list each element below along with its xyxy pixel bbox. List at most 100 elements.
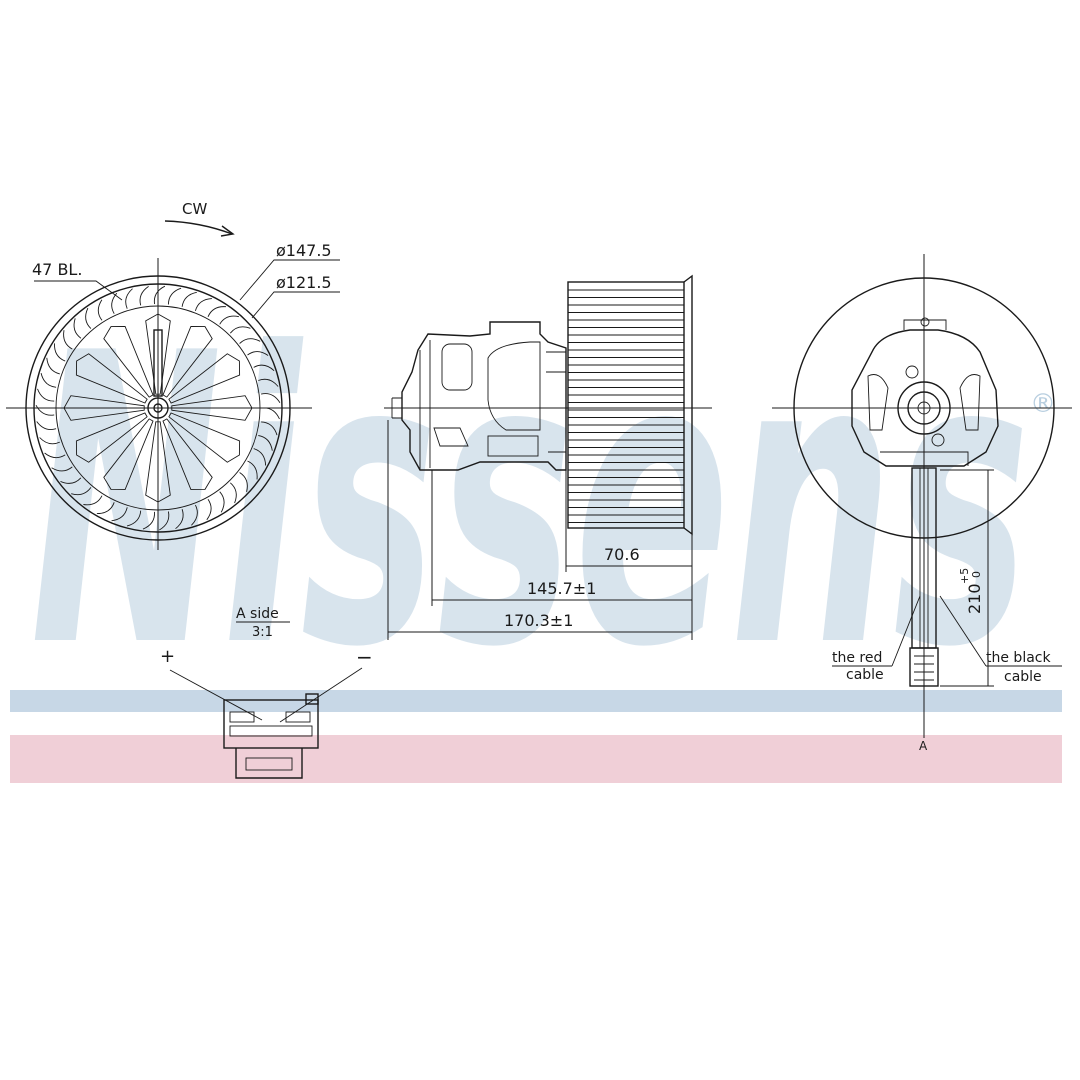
outer-diameter-label: ø147.5 — [276, 241, 332, 260]
wheel-blade — [37, 388, 55, 402]
rotation-arrowhead — [220, 225, 235, 237]
wheel-blade — [247, 351, 269, 356]
view-marker: A — [919, 739, 928, 753]
blades-leader — [34, 280, 123, 301]
wheel-blade — [44, 452, 66, 459]
terminal-minus — [285, 711, 311, 723]
wheel-blade — [142, 511, 155, 530]
fan-wheel-vanes — [568, 289, 684, 523]
motor-flange — [546, 351, 566, 453]
rear-vent-left — [867, 374, 889, 431]
wheel-blade — [206, 498, 212, 521]
red-cable-leader — [891, 595, 921, 667]
rear-shaft — [917, 401, 931, 415]
watermark: Nissens ® — [10, 270, 1062, 783]
rear-bearing-inner — [907, 391, 941, 425]
cable-tolerance-upper: +5 — [958, 568, 971, 584]
outer-diameter-leader — [239, 259, 340, 301]
rear-bolt-2 — [931, 433, 945, 447]
wheel-blade — [54, 343, 66, 362]
hub-spokes — [63, 313, 253, 503]
wheel-rim — [33, 283, 283, 533]
blades-label: 47 BL. — [32, 260, 82, 279]
dim-mid: 145.7±1 — [527, 579, 596, 598]
hub — [147, 397, 169, 419]
red-cable-label-1: the red — [832, 650, 882, 666]
inner-diameter-leader — [251, 291, 340, 319]
wheel-blade — [261, 421, 278, 436]
wheel-blade — [191, 504, 198, 526]
connector-lower — [235, 748, 303, 779]
wheel-blade — [167, 287, 182, 305]
motor-cover — [487, 341, 541, 431]
cable-plug-ribs — [914, 655, 934, 681]
rear-wheel-outline — [793, 277, 1055, 539]
wheel-blade — [60, 477, 82, 484]
dim-wheel: 70.6 — [604, 545, 640, 564]
rotation-arrow — [164, 220, 233, 235]
hub-spoke — [103, 418, 154, 491]
wheel-blade — [85, 307, 92, 329]
watermark-trademark: ® — [1030, 389, 1056, 419]
rear-bearing — [897, 381, 951, 435]
motor-clip — [433, 427, 469, 447]
terminal-row — [229, 725, 313, 737]
connector-body — [223, 699, 319, 749]
hub-spoke — [145, 313, 171, 395]
wheel-blade — [219, 315, 239, 325]
cable-length: 210 — [965, 583, 984, 614]
wheel-blade — [63, 330, 73, 350]
side-view: 70.6 145.7±1 170.3±1 — [384, 274, 712, 640]
inner-diameter-label: ø121.5 — [276, 273, 332, 292]
wheel-blade — [39, 437, 60, 445]
black-cable-leader — [939, 595, 987, 667]
wheel-blade — [46, 357, 60, 375]
rear-top-tab — [903, 319, 947, 330]
wheel-blade — [229, 326, 251, 334]
minus-leader — [279, 667, 363, 723]
rear-view: 210 +5 0 the red cable the black cable A — [772, 254, 1072, 753]
wheel-blade — [83, 495, 103, 506]
connector-plus: + — [160, 646, 175, 667]
wheel-inner-ring — [55, 305, 261, 511]
rear-bolt-1 — [905, 365, 919, 379]
wheel-blade — [230, 482, 237, 504]
wheel-blade — [219, 491, 225, 513]
hub-key — [153, 329, 163, 397]
wheel-blade — [36, 421, 57, 431]
cable-tolerance-lower: 0 — [970, 571, 983, 578]
hub-spoke — [168, 412, 241, 463]
wheel-blade — [261, 407, 280, 420]
hub-spoke — [75, 412, 148, 463]
wheel-blade — [247, 460, 258, 480]
connector-minus: − — [356, 645, 373, 669]
wheel-blade — [207, 306, 227, 317]
wheel-blade — [253, 448, 267, 466]
front-view: CW 47 BL. ø147.5 ø121.5 — [6, 200, 340, 550]
fan-wheel-rim — [683, 274, 693, 536]
hub-spoke — [162, 418, 213, 491]
wheel-blade — [258, 435, 273, 451]
motor-shaft — [391, 397, 402, 419]
wheel-blade — [51, 466, 73, 472]
rear-top-screw — [920, 317, 930, 327]
rear-motor-body — [851, 329, 999, 467]
motor-housing — [401, 321, 567, 471]
wheel-blade — [97, 299, 103, 321]
watermark-blue-band — [10, 690, 1062, 712]
hub-spoke — [171, 395, 253, 421]
hub-shaft — [153, 403, 163, 413]
hub-spoke — [63, 395, 145, 421]
hub-spoke — [168, 353, 241, 404]
wheel-blades — [35, 285, 281, 531]
terminal-plus — [229, 711, 255, 723]
wheel-blade — [96, 502, 115, 515]
wheel-blade — [239, 472, 248, 493]
hub-spoke — [145, 421, 171, 503]
motor-window — [441, 343, 473, 391]
black-cable-label-2: cable — [1004, 669, 1042, 685]
hub-spoke — [103, 325, 154, 398]
connector-latch — [305, 693, 319, 705]
rear-vent-right — [959, 374, 981, 431]
